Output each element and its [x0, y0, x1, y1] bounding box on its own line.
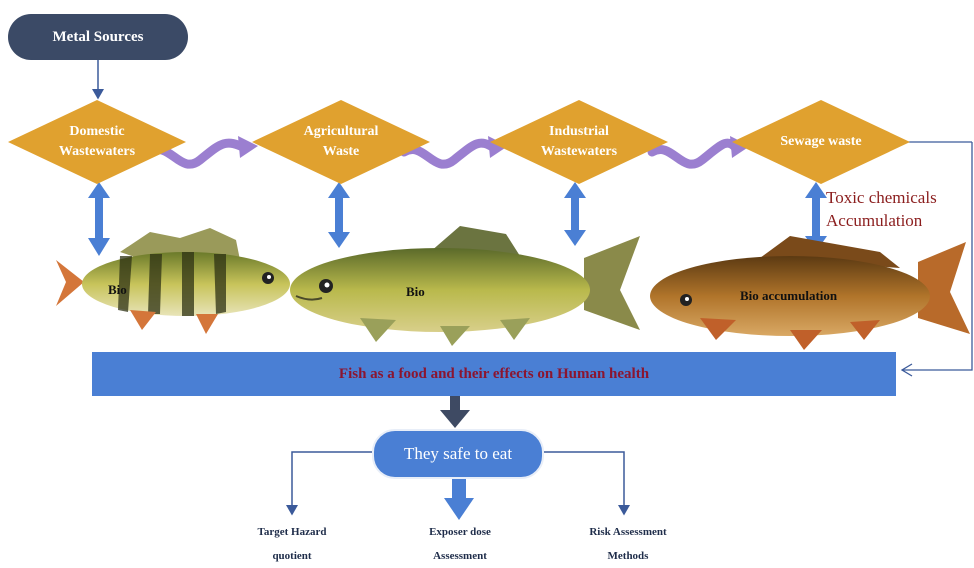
right-connector [902, 141, 973, 371]
double-arrow-3 [564, 182, 586, 246]
human-health-banner-label: Fish as a food and their effects on Huma… [338, 365, 650, 382]
carp-fish-image [650, 236, 970, 350]
method-connector-left [286, 451, 372, 516]
risk-assessment-methods-label: Risk Assessment Methods [589, 526, 667, 563]
double-arrow-2 [328, 182, 350, 248]
metal-sources-label: Metal Sources [52, 28, 144, 45]
tench-fish-image [290, 226, 640, 346]
domestic-wastewaters-node: Domestic Wastewaters [8, 100, 186, 184]
exposer-dose-assessment-label: Exposer dose Assessment [429, 526, 491, 563]
sewage-waste-label: Sewage waste [780, 133, 862, 149]
fish-2-label: Bio [406, 284, 425, 299]
fish-3-label: Bio accumulation [740, 288, 838, 303]
perch-fish-image [56, 228, 290, 334]
method-connector-center [444, 477, 474, 520]
method-connector-right [540, 451, 630, 516]
right-connector-head [900, 363, 913, 377]
industrial-wastewaters-node: Industrial Wastewaters [490, 100, 668, 184]
safe-to-eat-label: They safe to eat [403, 444, 513, 463]
sewage-waste-node: Sewage waste [732, 100, 910, 184]
industrial-wastewaters-label: Industrial Wastewaters [540, 123, 618, 159]
agricultural-waste-node: Agricultural Waste [252, 100, 430, 184]
agricultural-waste-label: Agricultural Waste [303, 123, 379, 159]
banner-to-question-arrow [440, 396, 470, 428]
target-hazard-quotient-label: Target Hazard quotient [257, 526, 327, 563]
domestic-wastewaters-label: Domestic Wastewaters [58, 123, 136, 159]
toxic-chemicals-note: Toxic chemicals Accumulation [826, 188, 937, 230]
human-health-banner: Fish as a food and their effects on Huma… [92, 352, 896, 396]
double-arrow-1 [88, 182, 110, 256]
metal-sources-node: Metal Sources [8, 14, 188, 60]
safe-to-eat-node: They safe to eat [372, 429, 544, 479]
fish-1-label: Bio [108, 282, 127, 297]
